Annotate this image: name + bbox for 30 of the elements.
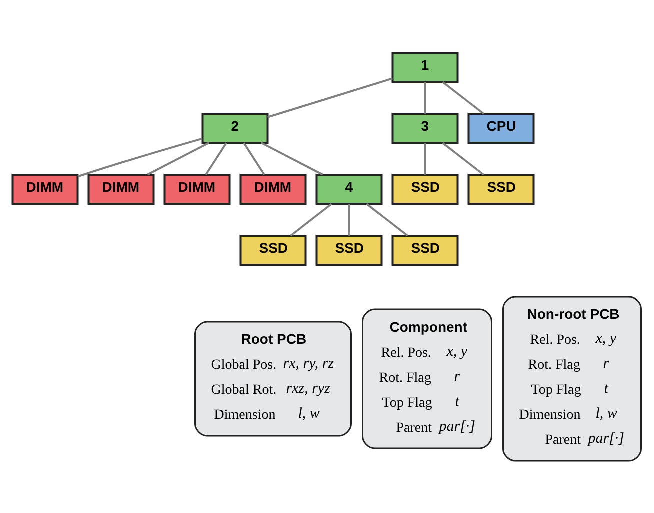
- connector: [424, 82, 426, 114]
- connector: [147, 142, 210, 176]
- connector: [442, 80, 484, 114]
- node-box: Root PCB Global Pos. rx, ry, rz Global Rot. rxz, ryz Dimension l, w: [194, 320, 352, 436]
- node-box: SSD: [240, 234, 307, 266]
- node-box: CPU: [468, 112, 535, 144]
- node-box: DIMM: [164, 174, 231, 204]
- connector: [243, 142, 266, 175]
- connector: [260, 142, 324, 176]
- connector: [78, 137, 203, 178]
- connector: [424, 142, 426, 174]
- node-box: SSD: [468, 174, 535, 204]
- node-box: 4: [316, 174, 383, 204]
- connector: [348, 204, 350, 236]
- node-box: DIMM: [88, 174, 155, 204]
- node-box: Non-root PCB Rel. Pos. x, y Rot. Flag r Top Flag t Dimension l, w Parent par[·]: [502, 296, 642, 462]
- node-box: 3: [392, 112, 459, 144]
- node-box: SSD: [392, 174, 459, 204]
- node-box: SSD: [392, 234, 459, 266]
- connector: [205, 142, 228, 175]
- connector: [366, 202, 408, 236]
- node-box: DIMM: [12, 174, 79, 204]
- node-box: DIMM: [240, 174, 307, 204]
- node-box: 2: [202, 112, 269, 144]
- connector: [290, 202, 332, 236]
- node-box: 1: [392, 52, 459, 82]
- node-box: Component Rel. Pos. x, y Rot. Flag r Top Flag t Parent par[·]: [362, 308, 492, 449]
- connector: [442, 142, 484, 176]
- node-box: SSD: [316, 234, 383, 266]
- connector: [268, 77, 393, 118]
